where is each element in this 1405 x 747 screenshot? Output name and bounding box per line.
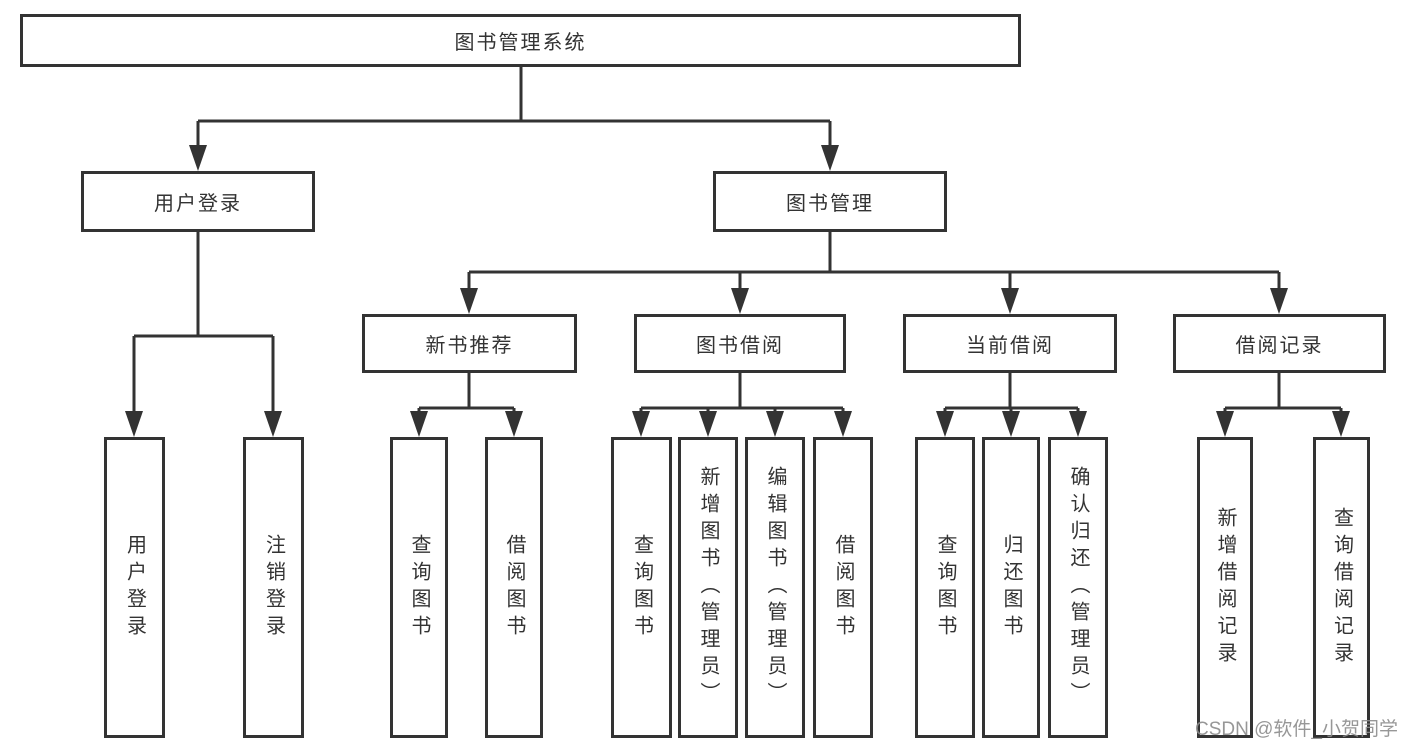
leaf-query-borrow-record: 查询借阅记录 xyxy=(1313,437,1370,738)
node-user-login: 用户登录 xyxy=(81,171,315,232)
node-book-borrow: 图书借阅 xyxy=(634,314,846,373)
leaf-confirm-return-admin: 确认归还（管理员） xyxy=(1048,437,1108,738)
leaf-edit-book-admin: 编辑图书（管理员） xyxy=(745,437,805,738)
node-book-management-label: 图书管理 xyxy=(786,193,874,215)
leaf-query-books-borrow: 查询图书 xyxy=(611,437,672,738)
connector-root-to-level2 xyxy=(189,67,839,171)
node-current-borrow: 当前借阅 xyxy=(903,314,1117,373)
node-root: 图书管理系统 xyxy=(20,14,1021,67)
connector-borrow-records-to-leaves xyxy=(1216,373,1350,437)
connector-book-management-to-level3 xyxy=(460,232,1288,314)
leaf-query-books-borrow-label: 查询图书 xyxy=(630,533,653,642)
node-user-login-label: 用户登录 xyxy=(154,193,242,215)
leaf-confirm-return-admin-label: 确认归还（管理员） xyxy=(1067,466,1089,709)
leaf-edit-book-admin-label: 编辑图书（管理员） xyxy=(764,466,786,709)
leaf-borrow-books-label: 借阅图书 xyxy=(832,533,854,642)
leaf-add-borrow-record-label: 新增借阅记录 xyxy=(1214,506,1236,669)
node-borrow-records: 借阅记录 xyxy=(1173,314,1386,373)
leaf-user-login: 用户登录 xyxy=(104,437,165,738)
leaf-borrow-books-recommend: 借阅图书 xyxy=(485,437,543,738)
node-root-label: 图书管理系统 xyxy=(454,32,587,54)
connector-user-login-to-leaves xyxy=(125,232,282,437)
leaf-add-book-admin: 新增图书（管理员） xyxy=(678,437,738,738)
connector-current-borrow-to-leaves xyxy=(936,373,1087,437)
leaf-logout: 注销登录 xyxy=(243,437,304,738)
node-current-borrow-label: 当前借阅 xyxy=(966,335,1054,357)
watermark: CSDN @软件_小贺同学 xyxy=(1195,719,1398,740)
leaf-query-books-current: 查询图书 xyxy=(915,437,975,738)
node-book-management: 图书管理 xyxy=(713,171,947,232)
leaf-borrow-books-recommend-label: 借阅图书 xyxy=(503,533,525,642)
leaf-user-login-label: 用户登录 xyxy=(123,533,146,642)
leaf-return-books-label: 归还图书 xyxy=(1000,533,1022,642)
node-new-book-recommend: 新书推荐 xyxy=(362,314,577,373)
leaf-add-borrow-record: 新增借阅记录 xyxy=(1197,437,1253,738)
leaf-query-books-recommend-label: 查询图书 xyxy=(408,533,430,642)
connector-new-book-recommend-to-leaves xyxy=(410,373,523,437)
connector-book-borrow-to-leaves xyxy=(632,373,852,437)
leaf-logout-label: 注销登录 xyxy=(262,533,285,642)
leaf-query-borrow-record-label: 查询借阅记录 xyxy=(1330,506,1353,669)
node-borrow-records-label: 借阅记录 xyxy=(1235,335,1324,357)
leaf-return-books: 归还图书 xyxy=(982,437,1040,738)
leaf-borrow-books: 借阅图书 xyxy=(813,437,873,738)
node-book-borrow-label: 图书借阅 xyxy=(696,335,784,357)
leaf-query-books-current-label: 查询图书 xyxy=(934,533,956,642)
node-new-book-recommend-label: 新书推荐 xyxy=(425,335,514,357)
leaf-query-books-recommend: 查询图书 xyxy=(390,437,448,738)
leaf-add-book-admin-label: 新增图书（管理员） xyxy=(697,466,719,709)
